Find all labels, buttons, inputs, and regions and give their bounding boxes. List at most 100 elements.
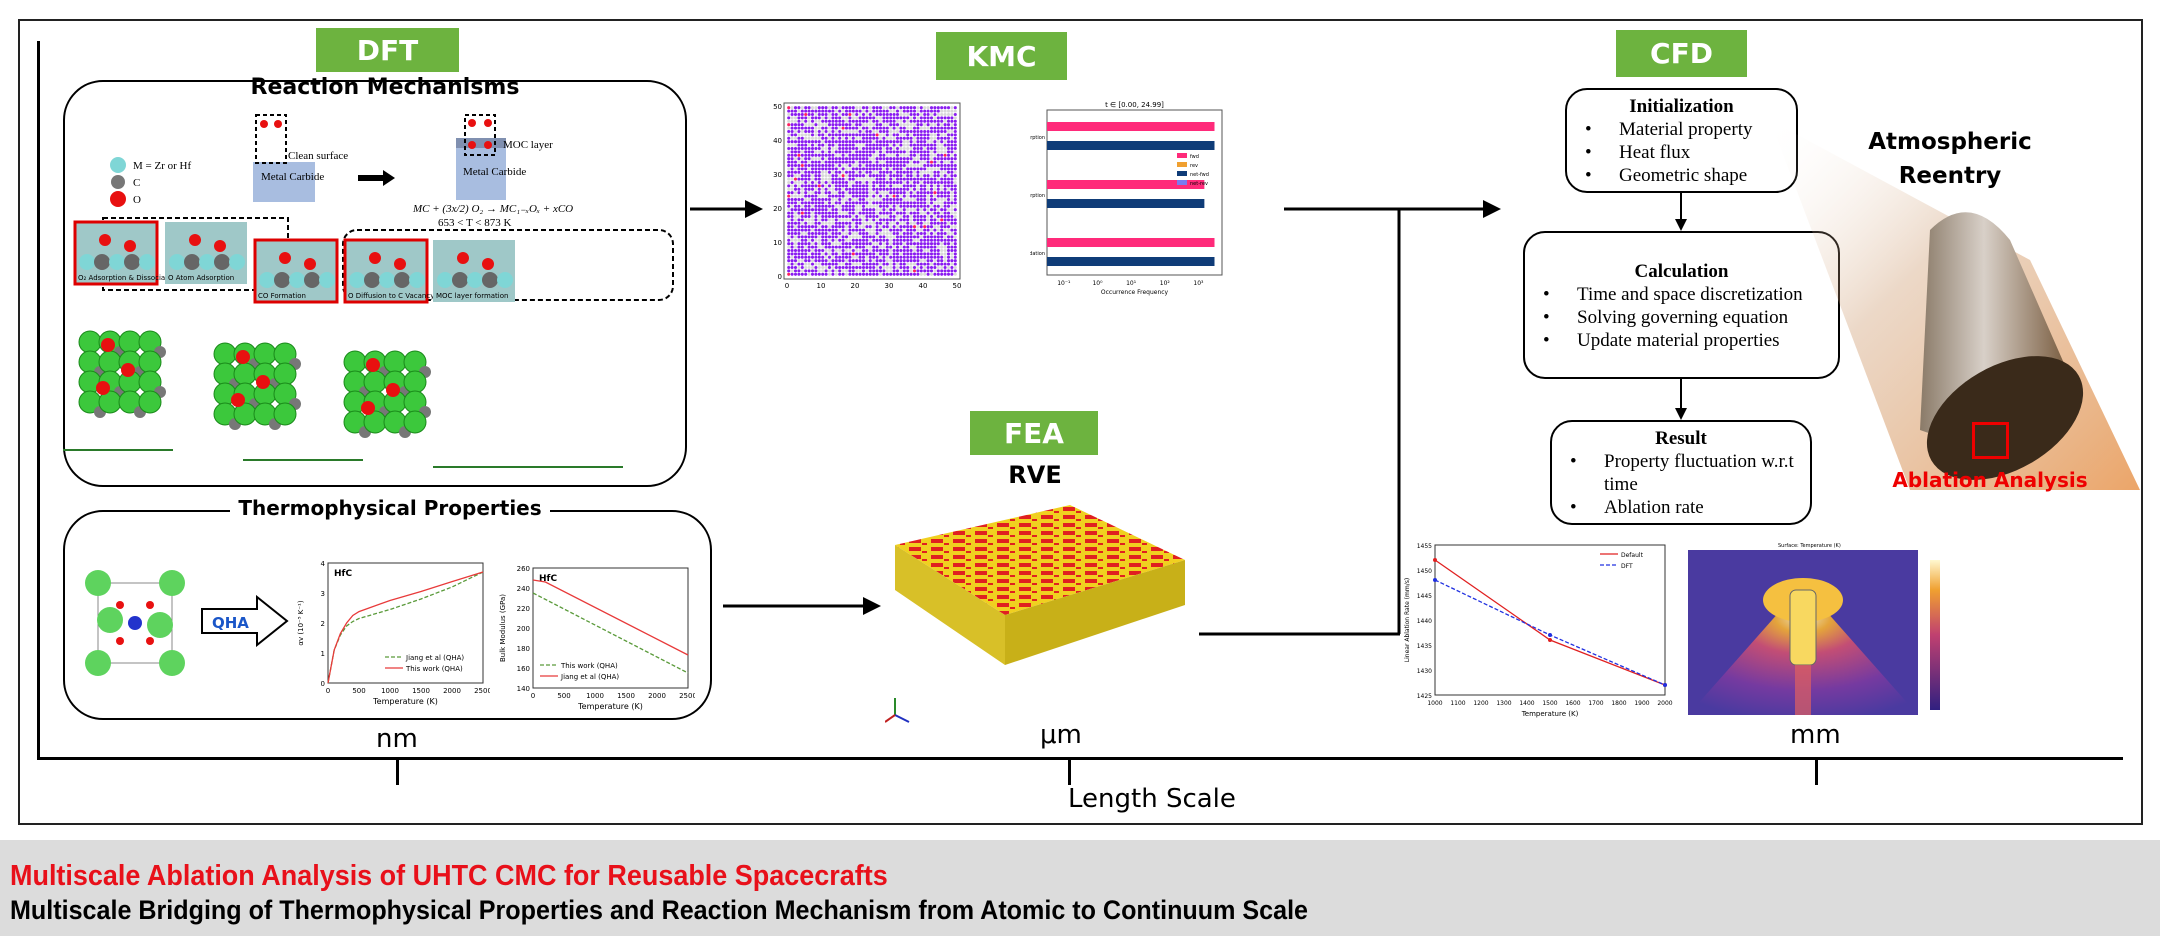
lattice-site: [848, 238, 852, 242]
lattice-site: [933, 262, 937, 266]
lattice-site: [834, 109, 838, 113]
lattice-site: [936, 184, 940, 188]
lattice-site: [889, 133, 893, 137]
lattice-site: [807, 177, 811, 181]
step-image: [253, 238, 339, 304]
lattice-site: [872, 228, 876, 232]
lattice-site: [834, 259, 838, 263]
lattice-site: [787, 119, 791, 123]
lattice-site: [844, 136, 849, 140]
lattice-site: [909, 208, 913, 212]
lattice-site: [861, 180, 866, 185]
lattice-site: [827, 150, 832, 154]
lattice-site: [868, 208, 872, 212]
lattice-site: [861, 225, 866, 229]
lattice-site: [861, 252, 866, 256]
lattice-site: [807, 146, 811, 151]
lattice-site: [950, 248, 954, 253]
lattice-site: [892, 153, 896, 157]
lattice-site: [953, 262, 957, 266]
lattice-site: [940, 259, 944, 263]
x-tick-label: 50: [953, 282, 962, 290]
lattice-site: [851, 123, 855, 127]
lattice-site: [895, 177, 900, 181]
lattice-site: [875, 262, 879, 266]
lattice-site: [875, 221, 879, 225]
lattice-site: [895, 248, 900, 253]
lattice-site: [810, 153, 815, 157]
lattice-site: [858, 143, 862, 147]
lattice-site: [909, 265, 913, 270]
lattice-site: [889, 116, 893, 120]
lattice-site: [831, 218, 835, 222]
lattice-site: [946, 187, 951, 191]
x-tick-label: 2000: [648, 692, 666, 700]
lattice-site: [899, 259, 903, 263]
lattice-site: [946, 245, 951, 249]
lattice-site: [804, 231, 808, 236]
lattice-site: [797, 197, 801, 202]
lattice-site: [933, 211, 937, 215]
lattice-site: [885, 123, 889, 127]
lattice-site: [882, 123, 886, 127]
lattice-site: [892, 245, 896, 249]
lattice-site: [838, 214, 842, 219]
lattice-site: [912, 214, 917, 219]
lattice-site: [855, 228, 859, 232]
lattice-site: [865, 153, 869, 157]
lattice-site: [858, 242, 862, 246]
lattice-site: [950, 272, 954, 276]
rve-model: [885, 505, 1185, 723]
reaction-mechanisms-title: Reaction Mechanisms: [250, 75, 520, 100]
lattice-site: [899, 163, 903, 168]
lattice-site: [787, 123, 791, 127]
lattice-site: [940, 106, 944, 110]
lattice-site: [800, 112, 804, 117]
lattice-site: [865, 204, 869, 208]
lattice-site: [793, 112, 798, 117]
lattice-site: [946, 252, 951, 256]
lattice-site: [838, 269, 842, 273]
lattice-site: [865, 157, 869, 161]
lattice-site: [892, 123, 896, 127]
lattice-site: [872, 126, 876, 130]
lattice-site: [797, 238, 801, 242]
lattice-site: [936, 112, 940, 117]
lattice-site: [889, 136, 893, 140]
lattice-site: [841, 119, 845, 123]
lattice-site: [844, 112, 849, 117]
lattice-site: [804, 146, 808, 151]
lattice-site: [787, 201, 791, 205]
lattice-site: [858, 150, 862, 154]
lattice-site: [841, 184, 845, 188]
lattice-site: [834, 208, 838, 212]
lattice-site: [821, 109, 825, 113]
lattice-site: [919, 133, 923, 137]
lattice-site: [821, 255, 825, 259]
lattice-site: [817, 225, 821, 229]
lattice-site: [804, 140, 808, 144]
lattice-site: [855, 170, 859, 174]
lattice-site: [882, 126, 886, 130]
moc-layer-label: MOC layer: [503, 139, 553, 151]
lattice-site: [940, 153, 944, 157]
lattice-site: [912, 248, 917, 253]
lattice-site: [810, 269, 815, 273]
lattice-site: [838, 112, 842, 117]
lattice-site: [787, 238, 791, 242]
lattice-site: [933, 170, 937, 174]
lattice-site: [821, 221, 825, 225]
lattice-site: [953, 248, 957, 253]
lattice-site: [943, 204, 947, 208]
lattice-site: [916, 272, 920, 276]
lattice-site: [848, 180, 852, 185]
lattice-site: [892, 167, 896, 171]
lattice-site: [936, 170, 940, 174]
lattice-site: [936, 109, 940, 113]
initialization-title: Initialization: [1629, 96, 1734, 117]
lattice-site: [838, 197, 842, 202]
lattice-site: [929, 211, 934, 215]
x-axis-label: Temperature (K): [372, 697, 438, 706]
lattice-site: [827, 170, 832, 174]
